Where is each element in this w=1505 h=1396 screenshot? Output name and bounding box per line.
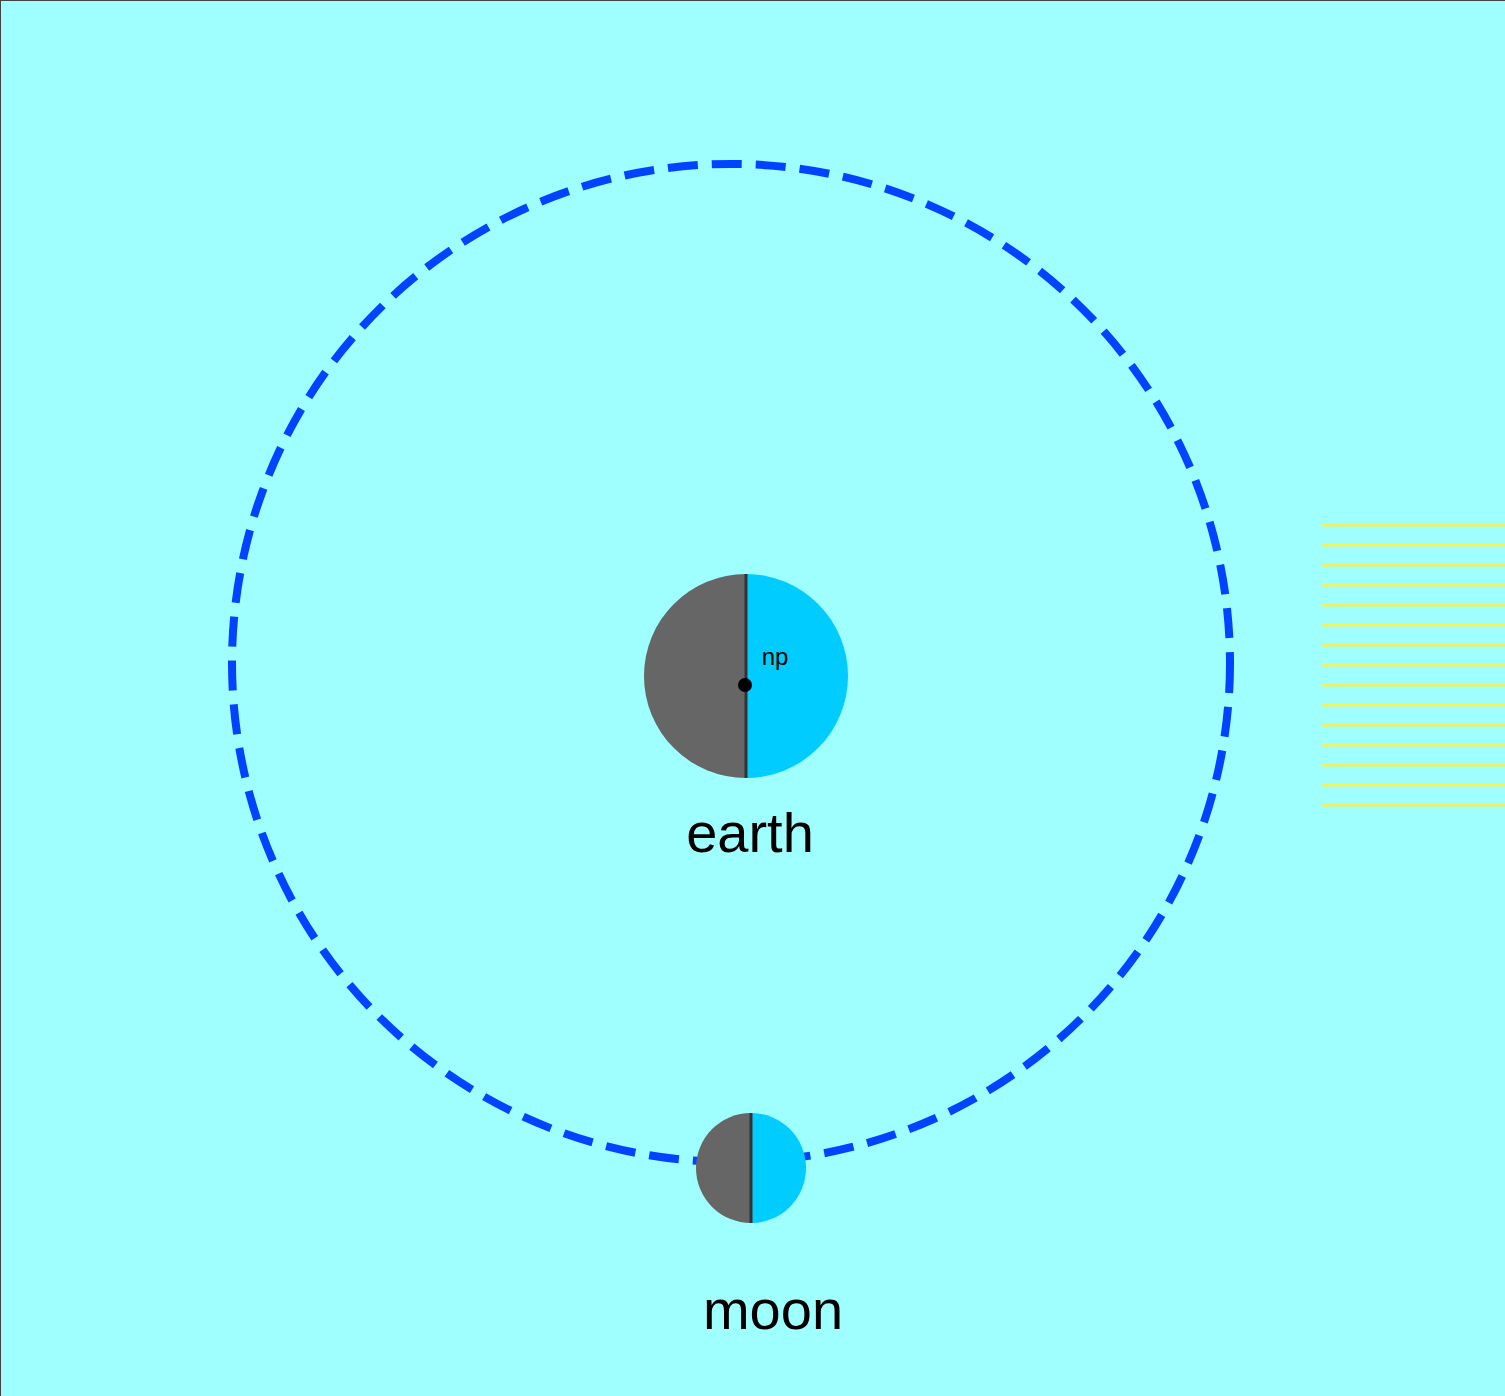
sun-rays — [1322, 525, 1505, 805]
night-half — [644, 574, 746, 778]
terminator-line — [750, 1113, 753, 1223]
body-name: earth — [686, 805, 814, 861]
earth-circle — [643, 573, 849, 779]
body-name: moon — [703, 1282, 843, 1338]
moon-orbit — [232, 164, 1230, 1162]
day-half — [751, 1113, 806, 1223]
night-half — [696, 1113, 751, 1223]
terminator-line — [745, 574, 748, 778]
pole-dot — [738, 678, 752, 692]
body-node: earth — [643, 573, 849, 871]
pole-label: np — [762, 645, 789, 669]
day-half — [746, 574, 848, 778]
body-node: moon — [695, 1112, 807, 1348]
moon-circle — [695, 1112, 807, 1224]
